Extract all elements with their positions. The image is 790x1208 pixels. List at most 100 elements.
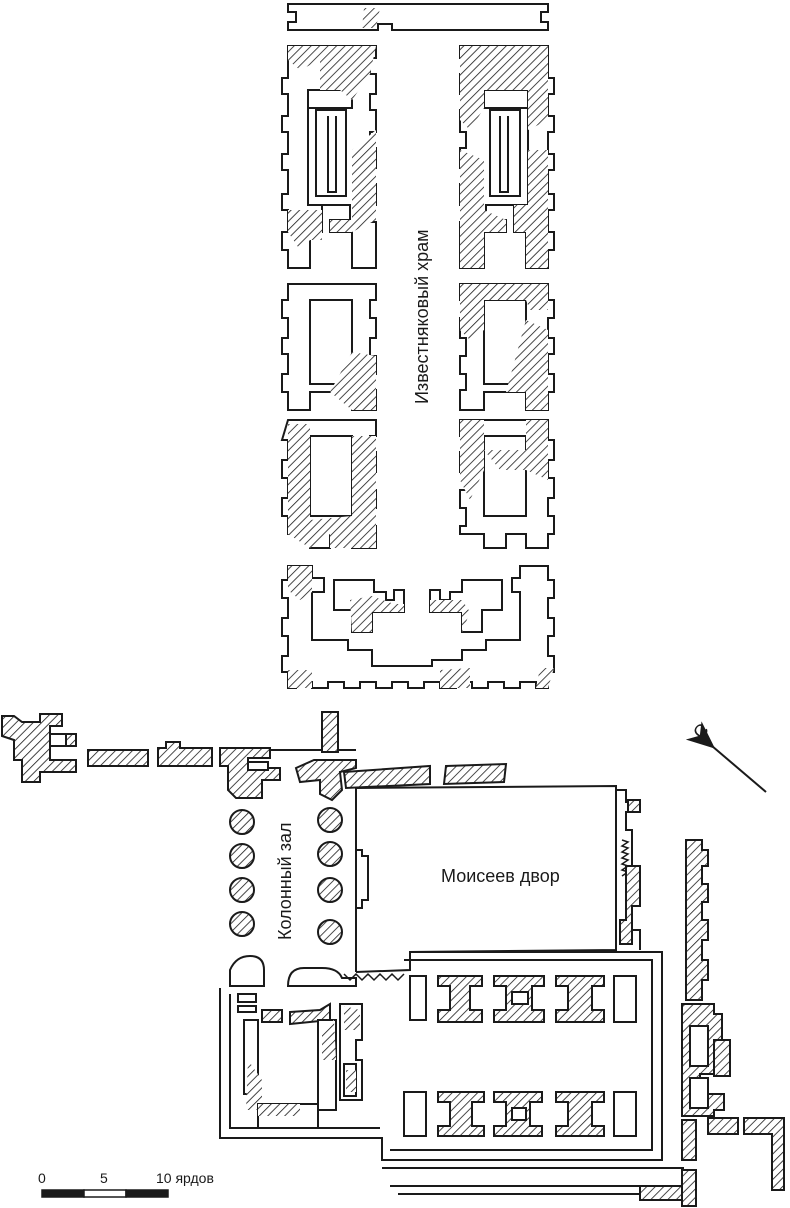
h-room-top-1 bbox=[437, 975, 483, 1023]
east-wall-corner bbox=[707, 1117, 739, 1135]
south-room-block-hatch bbox=[258, 1104, 300, 1116]
hall-north-wall-2 bbox=[442, 762, 508, 786]
west-wall-segment-1 bbox=[87, 749, 149, 767]
column-6 bbox=[317, 841, 343, 867]
column-hall: Колонный зал bbox=[229, 711, 508, 972]
h-room-top-3 bbox=[555, 975, 605, 1023]
moses-court-east-stub bbox=[627, 799, 641, 813]
pier-r1-line bbox=[499, 116, 509, 193]
column-hall-label: Колонный зал bbox=[275, 823, 295, 940]
hatch-l1d bbox=[330, 220, 352, 232]
south-inner-pier-b bbox=[237, 1005, 257, 1013]
hatch-l2b bbox=[338, 380, 360, 392]
hatch-r3a bbox=[460, 420, 484, 500]
south-west-pier bbox=[229, 954, 265, 987]
north-arrow: С bbox=[685, 720, 767, 793]
south-room-frame-bot bbox=[403, 1091, 427, 1137]
h-room-bot-1 bbox=[437, 1091, 485, 1137]
south-complex-outline-2 bbox=[229, 994, 380, 1129]
hatch-l1b bbox=[352, 130, 376, 232]
south-west-pier-2 bbox=[286, 967, 357, 987]
south-corridor-1-hatch bbox=[322, 1020, 336, 1060]
hatch-l3a bbox=[288, 424, 376, 548]
h-room-bot-3 bbox=[555, 1091, 605, 1137]
hatch-r3c bbox=[484, 450, 526, 470]
h-room-bot-2-slot bbox=[511, 1107, 527, 1121]
column-1 bbox=[229, 809, 255, 835]
limestone-temple-label: Известняковый храм bbox=[412, 229, 432, 404]
south-complex-outline bbox=[219, 951, 663, 1161]
nw-pier-notch bbox=[247, 761, 269, 771]
column-hall-nw-pier bbox=[219, 747, 281, 799]
hatch-front-b bbox=[288, 670, 312, 688]
hatch-r1c bbox=[514, 150, 548, 268]
temple-right-pier-1 bbox=[489, 109, 521, 197]
column-hall-north-stub bbox=[321, 711, 339, 753]
hatch-l1c bbox=[288, 210, 322, 250]
temple-front-block bbox=[281, 565, 555, 689]
east-wall bbox=[681, 839, 785, 1207]
column-4 bbox=[229, 911, 255, 937]
south-wall-serration bbox=[343, 972, 405, 982]
north-arrow-label: С bbox=[689, 720, 713, 743]
south-complex-sub-outline bbox=[390, 959, 653, 1151]
scale-bar: 0 5 10 ярдов bbox=[38, 1170, 214, 1198]
hatch-r1b bbox=[460, 150, 506, 268]
temple-right-room-3 bbox=[483, 435, 527, 517]
south-complex bbox=[219, 951, 685, 1201]
hatch-front-a bbox=[288, 566, 312, 600]
hall-north-wall-1 bbox=[342, 764, 431, 790]
south-inner-pier-a bbox=[237, 993, 257, 1003]
south-room-frame-top bbox=[409, 975, 427, 1021]
hatch-altar-right bbox=[430, 600, 470, 632]
hatch-front-c bbox=[440, 668, 470, 688]
moses-court-west-step bbox=[356, 849, 369, 909]
south-corridor-2-hatch bbox=[344, 1006, 360, 1030]
scale-tick-5: 5 bbox=[100, 1170, 108, 1186]
scale-seg-3 bbox=[125, 1189, 169, 1198]
scale-seg-2 bbox=[83, 1189, 127, 1198]
south-room-frame-bot-r bbox=[613, 1091, 637, 1137]
hatch-r3b bbox=[526, 420, 548, 480]
moses-court-east-serration bbox=[620, 839, 630, 877]
west-fragment-1-gap bbox=[49, 733, 67, 747]
temple-top-hatch bbox=[362, 8, 380, 28]
south-pier-hatch-1 bbox=[261, 1009, 283, 1023]
south-room-frame-top-r bbox=[613, 975, 637, 1023]
east-wall-stub bbox=[713, 1039, 731, 1077]
h-room-top-2-slot bbox=[511, 991, 529, 1005]
south-room-west-hatch bbox=[246, 1060, 262, 1110]
column-5 bbox=[317, 807, 343, 833]
west-fragment-1 bbox=[0, 713, 77, 783]
hatch-front-d bbox=[536, 668, 554, 688]
temple-top-wall bbox=[287, 3, 549, 31]
scale-tick-0: 0 bbox=[38, 1170, 46, 1186]
moses-court: Моисеев двор bbox=[355, 784, 641, 973]
east-wall-lower bbox=[681, 1119, 697, 1161]
east-wall-base bbox=[681, 1169, 697, 1207]
hatch-r2a bbox=[460, 284, 548, 340]
hatch-r1a bbox=[460, 46, 548, 130]
south-niche-hatch bbox=[346, 1070, 356, 1092]
temple-left-room-3 bbox=[309, 435, 353, 517]
limestone-temple bbox=[280, 3, 555, 689]
east-wall-se-corner bbox=[743, 1117, 785, 1191]
west-wall-segment-2 bbox=[157, 741, 213, 767]
pier-1-line bbox=[327, 116, 337, 193]
east-wall-upper bbox=[685, 839, 709, 1001]
hatch-altar-left bbox=[350, 596, 404, 632]
column-hall-ne-wall bbox=[294, 759, 357, 802]
east-wall-mid-room bbox=[689, 1025, 709, 1067]
west-wall-fragments bbox=[0, 713, 281, 799]
hatch-r2b bbox=[506, 320, 548, 410]
column-7 bbox=[317, 877, 343, 903]
hatch-l1a bbox=[288, 46, 376, 100]
north-arrow-icon bbox=[685, 721, 767, 793]
east-wall-mid-room-2 bbox=[689, 1077, 709, 1109]
scale-tick-10: 10 ярдов bbox=[156, 1170, 214, 1186]
column-2 bbox=[229, 843, 255, 869]
column-8 bbox=[317, 919, 343, 945]
south-long-hatch bbox=[639, 1185, 685, 1201]
moses-court-east-fragment bbox=[619, 865, 641, 945]
